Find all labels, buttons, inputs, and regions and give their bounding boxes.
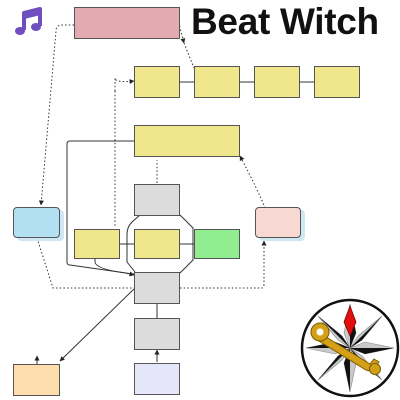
compass-key-badge-icon <box>300 298 400 398</box>
node-row-4[interactable] <box>314 66 360 98</box>
node-row-3[interactable] <box>254 66 300 98</box>
node-row-1[interactable] <box>134 66 180 98</box>
node-green-right[interactable] <box>194 229 240 259</box>
node-gray-lower[interactable] <box>134 318 180 350</box>
node-yellow-center[interactable] <box>134 229 180 259</box>
node-gray-top[interactable] <box>134 184 180 216</box>
node-salmon-right[interactable] <box>255 207 301 238</box>
node-top-pink[interactable] <box>74 7 180 39</box>
node-gray-hub[interactable] <box>134 272 180 304</box>
solid-connectors <box>34 81 315 365</box>
music-note-icon <box>15 7 42 35</box>
node-wide-yellow[interactable] <box>134 125 240 157</box>
node-peach-bottom[interactable] <box>13 364 60 396</box>
node-lavender-bottom[interactable] <box>134 363 180 395</box>
node-yellow-left[interactable] <box>74 229 120 259</box>
node-blue-left[interactable] <box>13 207 60 238</box>
app-title: Beat Witch <box>191 1 379 42</box>
node-row-2[interactable] <box>194 66 240 98</box>
